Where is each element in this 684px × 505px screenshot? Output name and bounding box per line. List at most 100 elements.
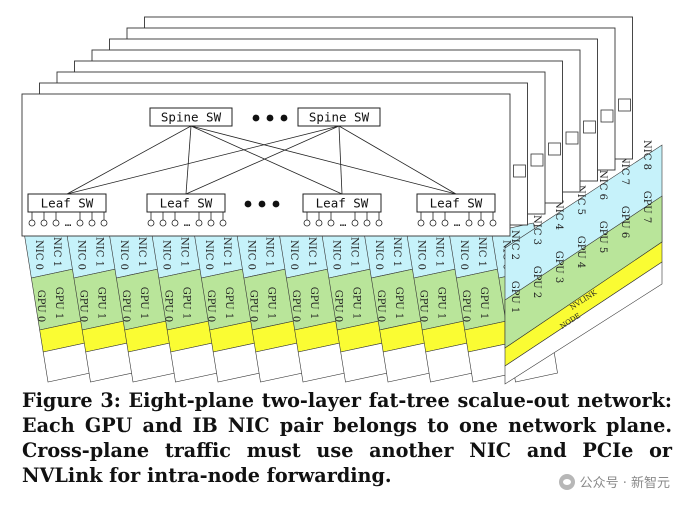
leaf-switch-label: Leaf SW: [316, 196, 369, 211]
port: [363, 219, 371, 227]
strip-label: NIC 1: [51, 237, 62, 267]
leaf-switch: [27, 193, 107, 213]
strip-label: GPU 0: [35, 290, 46, 323]
strip-label: NIC 0: [33, 240, 44, 270]
leaf-switch-edge: [565, 131, 579, 145]
port: [159, 219, 167, 227]
strip-label: GPU 1: [351, 287, 362, 320]
port: [100, 219, 108, 227]
leaf-switch-edge: [618, 98, 631, 112]
strip-label: GPU 1: [436, 287, 447, 320]
strip-label: GPU 1: [393, 287, 404, 320]
strip-label: GPU 1: [181, 287, 192, 320]
leaf-switch-edge: [548, 142, 561, 156]
port: [147, 219, 155, 227]
port: [88, 219, 96, 227]
link: [338, 125, 457, 195]
strip-label: NIC 0: [373, 240, 384, 270]
strip-label: GPU 1: [223, 287, 234, 320]
strip-label: NIC 1: [306, 237, 317, 267]
strip-label: NIC 0: [416, 240, 427, 270]
strip-label: GPU 1: [308, 287, 319, 320]
strip-label: GPU 0: [290, 290, 301, 323]
strip-label: NIC 0: [246, 240, 257, 270]
ellipsis-dot: [244, 200, 252, 208]
port: [171, 219, 179, 227]
strip-label: NIC 1: [136, 237, 147, 267]
strip-label: NIC 8: [641, 140, 652, 170]
port: [327, 219, 335, 227]
watermark-text: 公众号 · 新智元: [579, 476, 670, 491]
strip-label: GPU 0: [120, 290, 131, 323]
leaf-switch: [416, 193, 496, 213]
strip-label: GPU 0: [375, 290, 386, 323]
spine-switch-label: Spine SW: [161, 110, 222, 125]
strip-label: GPU 1: [266, 287, 277, 320]
strip-label: NIC 2: [509, 230, 520, 260]
strip-label: GPU 0: [333, 290, 344, 323]
figure-caption: Figure 3: Eight-plane two-layer fat-tree…: [22, 389, 672, 487]
port: [351, 219, 359, 227]
link: [66, 125, 340, 195]
strip-label: GPU 6: [619, 206, 630, 239]
strip-label: NIC 1: [391, 237, 402, 267]
leaf-switch-edge: [600, 109, 614, 123]
port-ellipsis: …: [454, 216, 461, 229]
wechat-icon: [558, 473, 575, 490]
strip-label: GPU 0: [460, 290, 471, 323]
strip-label: NIC 6: [597, 170, 608, 200]
watermark: 公众号 · 新智元: [558, 472, 670, 491]
port-ellipsis: …: [340, 216, 347, 229]
ellipsis-dot: [272, 200, 280, 208]
port: [315, 219, 323, 227]
port: [477, 219, 485, 227]
port: [195, 219, 203, 227]
strip-label: NIC 0: [203, 240, 214, 270]
strip-label: NIC 1: [264, 237, 275, 267]
strip-label: GPU 0: [418, 290, 429, 323]
strip-label: GPU 0: [205, 290, 216, 323]
strip-label: GPU 0: [248, 290, 259, 323]
leaf-switch-edge: [513, 164, 526, 178]
ellipsis-dot: [258, 200, 266, 208]
node-strips: NIC 0 NIC 1 GPU 0 GPU 1 NIC 0 NIC 1 GPU 0 GPU 1…: [23, 140, 663, 385]
strip-label: NIC 1: [221, 237, 232, 267]
strip-label: NIC 0: [331, 240, 342, 270]
strip-label: NIC 0: [458, 240, 469, 270]
strip-label: GPU 4: [575, 236, 586, 269]
leaf-switch: [302, 193, 382, 213]
port-ellipsis: …: [65, 216, 72, 229]
strip-label: GPU 1: [478, 287, 489, 320]
eight-plane-network-diagram: NIC 0 NIC 1 GPU 0 GPU 1 NIC 0 NIC 1 GPU 0 GPU 1…: [21, 16, 663, 385]
link: [190, 125, 457, 195]
strip-label: NIC 0: [161, 240, 172, 270]
port: [375, 219, 383, 227]
link: [190, 125, 343, 195]
leaf-switch-label: Leaf SW: [160, 196, 213, 211]
ellipsis-dot: [280, 114, 288, 122]
leaf-switch-edge: [583, 120, 596, 134]
link: [66, 125, 192, 195]
spine-switch-label: Spine SW: [309, 110, 370, 125]
strip-label: GPU 0: [78, 290, 89, 323]
strip-label: NIC 7: [619, 155, 630, 185]
port-ellipsis: …: [184, 216, 191, 229]
ellipsis-dot: [252, 114, 260, 122]
leaf-switch: [146, 193, 226, 213]
spine-switch: [297, 107, 381, 127]
port: [465, 219, 473, 227]
strip-label: GPU 0: [163, 290, 174, 323]
port: [303, 219, 311, 227]
strip-label: NIC 1: [94, 237, 105, 267]
port: [207, 219, 215, 227]
strip-label: NIC 1: [476, 237, 487, 267]
port: [52, 219, 60, 227]
strip-label: GPU 1: [138, 287, 149, 320]
strip-label: NIC 3: [531, 215, 542, 245]
port: [417, 219, 425, 227]
spine-switch: [149, 107, 233, 127]
strip-label: GPU 2: [531, 266, 542, 299]
strip-label: GPU 5: [597, 221, 608, 254]
strip-label: GPU 7: [641, 191, 652, 224]
node-band: [504, 261, 663, 385]
